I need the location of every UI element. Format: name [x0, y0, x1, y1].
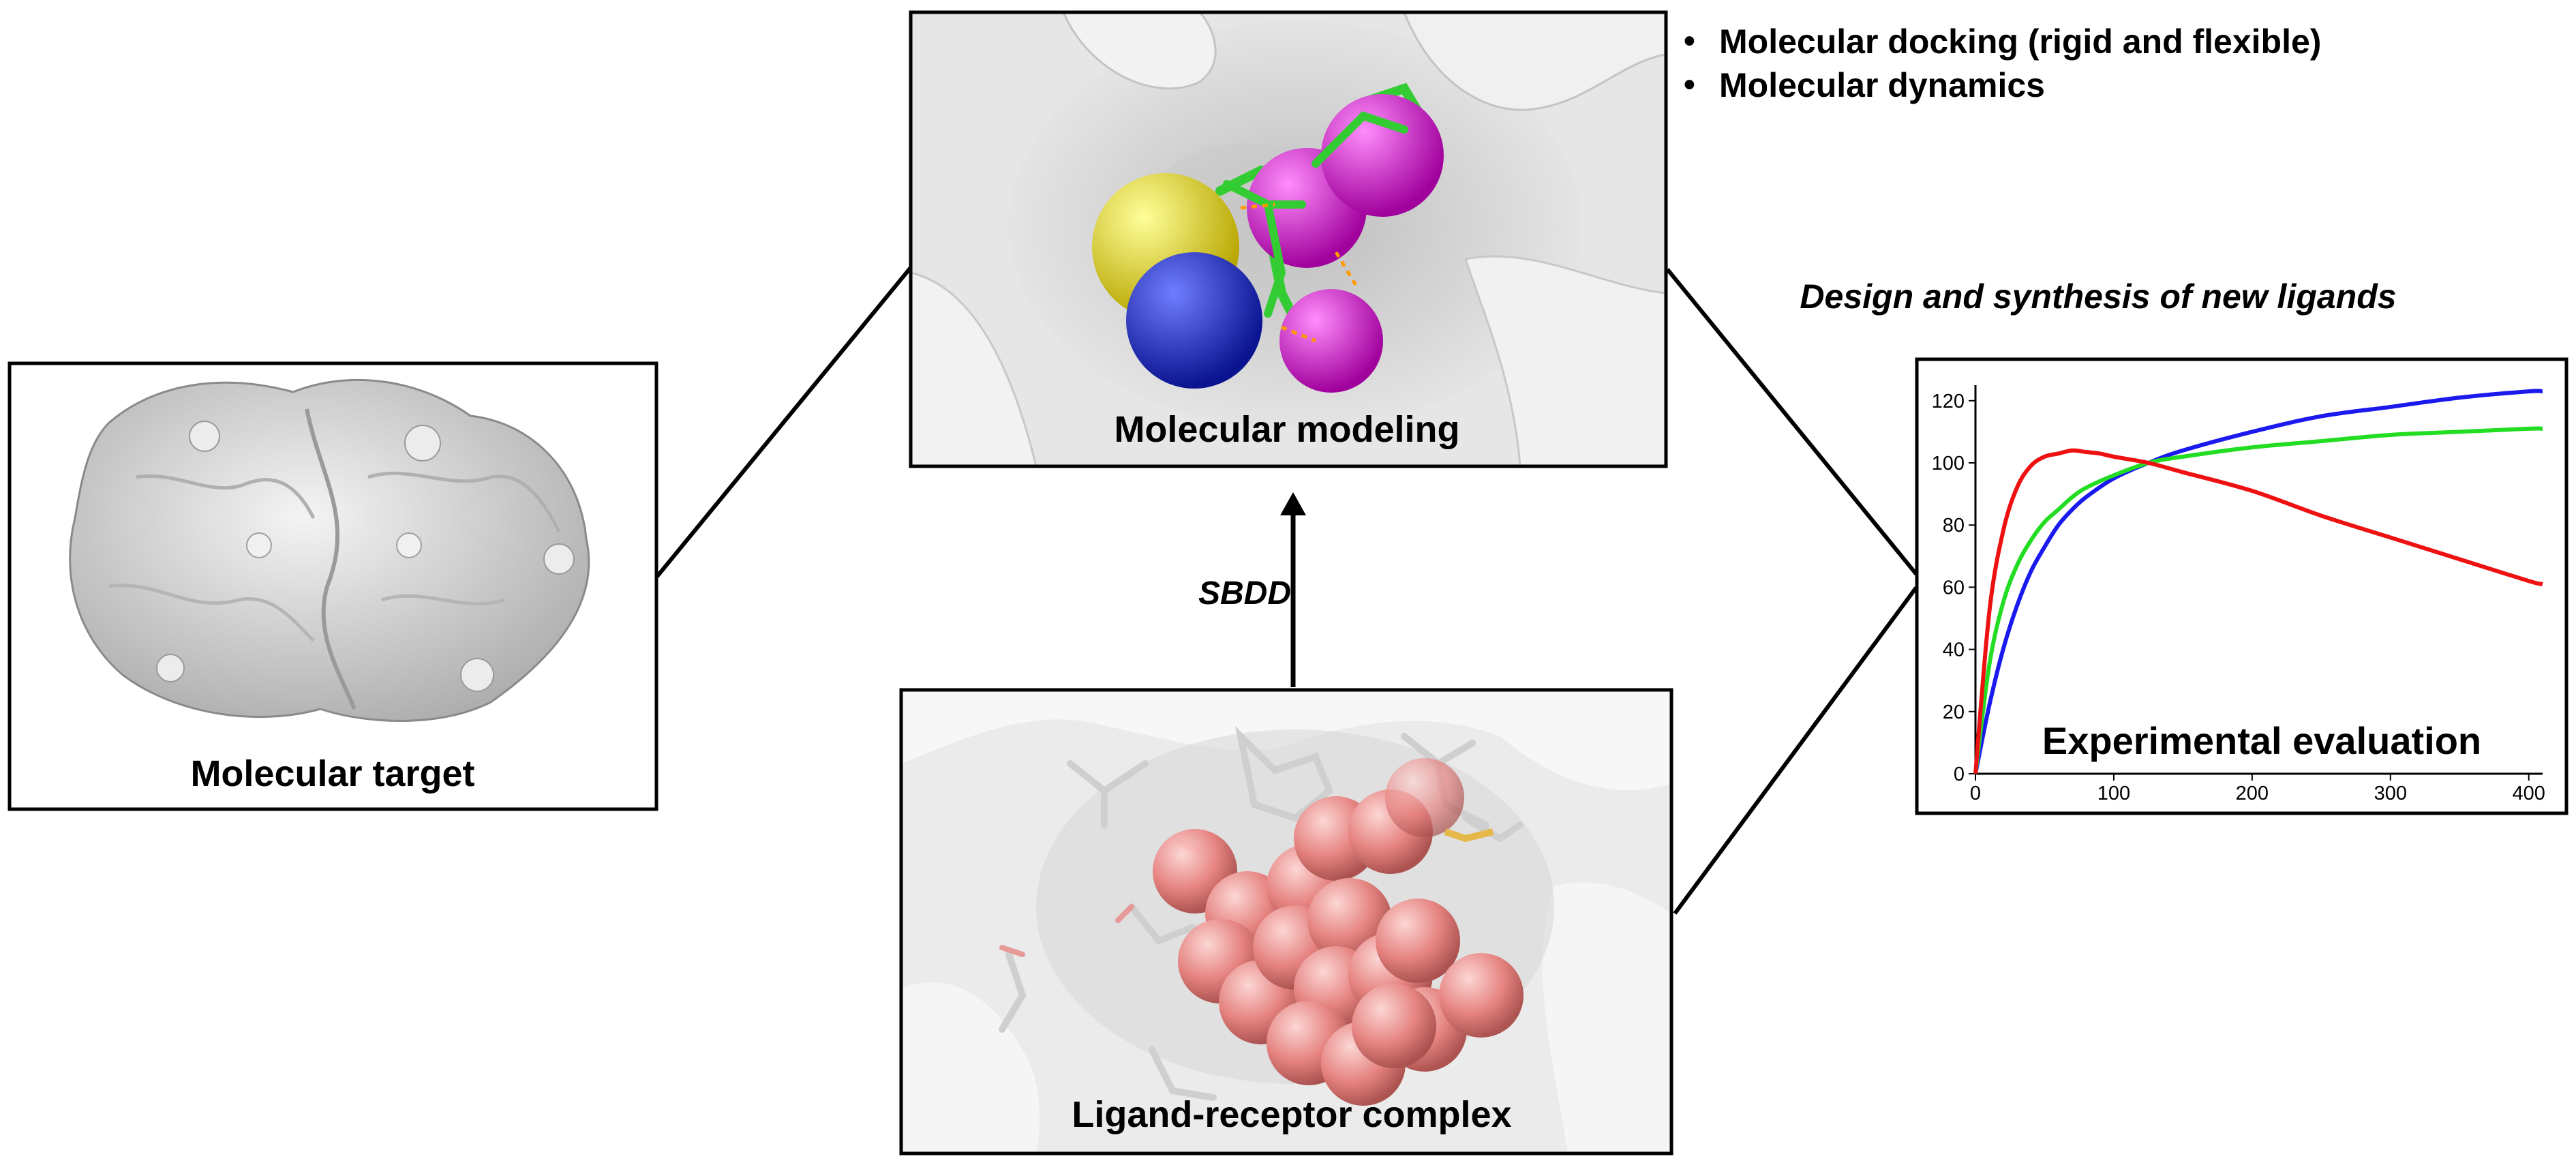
method-item: Molecular dynamics	[1719, 66, 2045, 104]
y-tick-label: 100	[1932, 453, 1965, 474]
x-tick-label: 300	[2374, 783, 2407, 804]
sbdd-arrow	[1280, 492, 1306, 687]
panel-molecular-modeling: Molecular modeling	[909, 10, 1668, 468]
x-tick-label: 0	[1970, 783, 1981, 804]
chart-ticks: 0 100 200 300 400 0 20 40 60 80 100 120	[1932, 391, 2545, 804]
experimental-evaluation-caption: Experimental evaluation	[2042, 719, 2481, 762]
panel-experimental-evaluation: 0 100 200 300 400 0 20 40 60 80 100 120 Experimenta…	[1915, 357, 2569, 815]
sbdd-label: SBDD	[1198, 575, 1291, 611]
connector-lines	[654, 265, 1918, 915]
bullet: •	[1684, 67, 1695, 103]
magenta-sphere	[1279, 289, 1383, 393]
method-item: Molecular docking (rigid and flexible)	[1719, 22, 2321, 61]
series-line	[1973, 448, 2543, 774]
y-tick-label: 60	[1943, 577, 1965, 599]
x-tick-label: 200	[2236, 783, 2269, 804]
molecular-modeling-caption: Molecular modeling	[1114, 409, 1459, 450]
molecular-target-caption: Molecular target	[190, 753, 474, 794]
series-line	[1973, 389, 2543, 774]
complex-surface-image	[901, 690, 1671, 1153]
blue-sphere	[1126, 252, 1262, 389]
methods-list: • Molecular docking (rigid and flexible)…	[1684, 22, 2321, 104]
y-tick-label: 80	[1943, 515, 1965, 537]
panel-ligand-receptor-complex: Ligand-receptor complex	[899, 688, 1673, 1156]
magenta-sphere	[1321, 94, 1444, 217]
docking-pocket-image	[911, 12, 1666, 466]
x-tick-label: 100	[2097, 783, 2130, 804]
ligand-receptor-caption: Ligand-receptor complex	[1072, 1094, 1511, 1135]
bullet: •	[1684, 23, 1695, 59]
y-tick-label: 40	[1943, 639, 1965, 661]
ligand-spheres	[1153, 758, 1524, 1106]
evaluation-chart: 0 100 200 300 400 0 20 40 60 80 100 120	[1932, 385, 2545, 804]
chart-axes	[1974, 385, 2543, 775]
series-line	[1973, 426, 2543, 774]
panel-molecular-target: Molecular target	[7, 361, 658, 811]
x-tick-label: 400	[2513, 783, 2545, 804]
y-tick-label: 120	[1932, 391, 1965, 412]
design-synthesis-label: Design and synthesis of new ligands	[1800, 277, 2396, 316]
y-tick-label: 0	[1954, 764, 1965, 785]
y-tick-label: 20	[1943, 701, 1965, 723]
protein-surface-image	[69, 378, 590, 722]
hydrogen-bonds	[1240, 202, 1359, 343]
chart-series	[1973, 389, 2543, 774]
